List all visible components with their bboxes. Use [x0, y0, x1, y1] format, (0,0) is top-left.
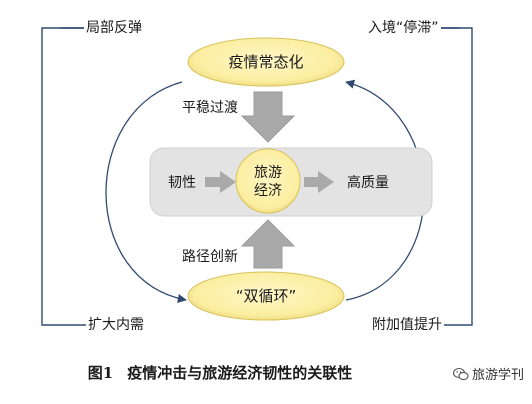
caption-number: 图1 [87, 364, 114, 382]
top-ellipse [187, 37, 345, 87]
figure-caption: 图1 疫情冲击与旅游经济韧性的关联性 [0, 362, 440, 383]
wechat-icon [452, 367, 469, 381]
right-small-arrow [304, 171, 334, 193]
arc-left [105, 81, 187, 303]
top-down-arrow [240, 91, 296, 143]
bottom-ellipse-text: “双循环” [236, 287, 297, 305]
center-right-text: 高质量 [347, 174, 389, 191]
bottom-ellipse [187, 271, 345, 321]
center-circle-line1: 旅游 [254, 165, 282, 181]
top-left-label: 局部反弹 [84, 20, 144, 36]
bottom-left-label: 扩大内需 [86, 317, 146, 333]
top-arrow-label: 平稳过渡 [182, 100, 238, 116]
caption-title: 疫情冲击与旅游经济韧性的关联性 [127, 364, 353, 382]
center-circle-line2: 经济 [254, 183, 282, 199]
bottom-arrow-label: 路径创新 [182, 249, 238, 265]
center-circle [235, 148, 301, 214]
watermark: 旅游学刊 [452, 364, 524, 383]
watermark-text: 旅游学刊 [471, 368, 524, 383]
bottom-up-arrow [240, 219, 296, 269]
top-ellipse-text: 疫情常态化 [228, 53, 303, 71]
left-small-arrow [205, 171, 236, 193]
bottom-right-label: 附加值提升 [370, 317, 444, 333]
top-right-label: 入境“停滞” [366, 20, 441, 36]
center-left-text: 韧性 [168, 175, 196, 191]
